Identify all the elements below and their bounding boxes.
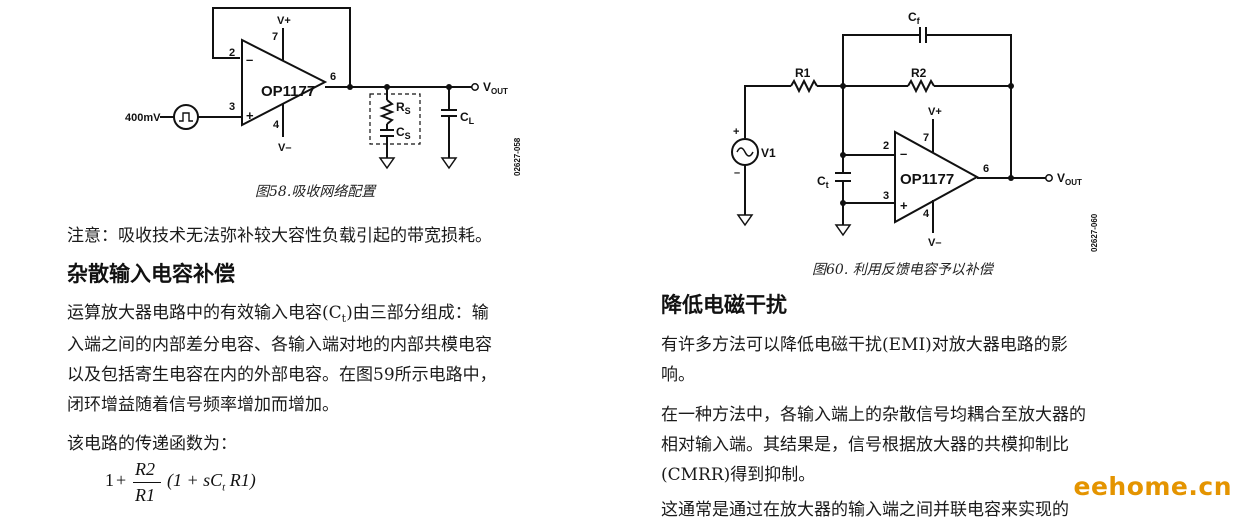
fig58-cl-label: CL [460, 110, 475, 126]
fig60-minus-sign: – [900, 146, 907, 161]
fig60-pin-3: 3 [883, 190, 889, 202]
figure-58-circuit: OP1177 2 3 7 4 6 – + V+ V– 400mV VOUT RS… [125, 7, 522, 176]
fig58-vminus: V– [278, 142, 291, 154]
fig58-rs-label: RS [396, 100, 411, 116]
section-heading-stray-capacitance: 杂散输入电容补偿 [67, 262, 235, 286]
note-paragraph: 注意：吸收技术无法弥补较大容性负载引起的带宽损耗。 [67, 226, 492, 246]
fig60-vminus: V– [928, 237, 941, 249]
fig58-pin-4: 4 [273, 119, 280, 131]
section-heading-emi: 降低电磁干扰 [661, 293, 787, 317]
emi-paragraph-3-partial: 这通常是通过在放大器的输入端之间并联电容来实现的 [661, 500, 1069, 520]
site-watermark: eehome.cn [1073, 472, 1232, 501]
stray-capacitance-paragraph: 运算放大器电路中的有效输入电容(Ct)由三部分组成：输 入端之间的内部差分电容、… [67, 303, 497, 415]
fig58-opamp-label: OP1177 [261, 83, 315, 100]
figure-58-caption: 图58.吸收网络配置 [255, 184, 376, 200]
fig60-pin-6: 6 [983, 163, 989, 175]
fig60-plus-sign: + [900, 198, 908, 213]
fig60-r1-label: R1 [795, 66, 811, 80]
fig60-src-plus: + [733, 126, 739, 138]
transfer-function-intro: 该电路的传递函数为： [67, 434, 237, 454]
fig60-ct-label: Ct [817, 174, 829, 190]
fig58-vplus: V+ [277, 15, 291, 27]
fig60-vplus: V+ [928, 106, 942, 118]
fig58-source-label: 400mV [125, 112, 161, 124]
fig58-pin-7: 7 [272, 31, 278, 43]
fig58-vout: VOUT [483, 80, 508, 96]
fig58-pin-2: 2 [229, 47, 235, 59]
fig60-code: 02627-060 [1090, 213, 1099, 252]
emi-paragraph-2: 在一种方法中，各输入端上的杂散信号均耦合至放大器的 相对输入端。其结果是，信号根… [661, 405, 1086, 485]
fig58-pin-3: 3 [229, 101, 235, 113]
figure-60-caption: 图60. 利用反馈电容予以补偿 [812, 262, 993, 278]
fig60-v1-label: V1 [761, 146, 776, 160]
fig58-minus-sign: – [246, 52, 253, 67]
fig60-pin-7: 7 [923, 132, 929, 144]
fig58-cs-label: CS [396, 125, 411, 141]
fig58-code: 02627-058 [513, 137, 522, 176]
emi-paragraph-1: 有许多方法可以降低电磁干扰(EMI)对放大器电路的影 响。 [661, 335, 1068, 385]
fig58-plus-sign: + [246, 108, 254, 123]
fig58-pin-6: 6 [330, 71, 336, 83]
fig60-r2-label: R2 [911, 66, 927, 80]
fig60-vout: VOUT [1057, 171, 1082, 187]
fig60-src-minus: – [734, 167, 740, 179]
fig60-opamp-label: OP1177 [900, 171, 954, 188]
fig60-pin-2: 2 [883, 140, 889, 152]
transfer-function-formula: 1 + R2 R1 (1 + sCt R1) [105, 459, 256, 505]
fig60-pin-4: 4 [923, 208, 930, 220]
fig60-cf-label: Cf [908, 10, 921, 26]
figure-60-circuit: Cf R1 R2 V1 + – Ct OP1177 2 3 7 4 6 – + … [731, 10, 1099, 252]
